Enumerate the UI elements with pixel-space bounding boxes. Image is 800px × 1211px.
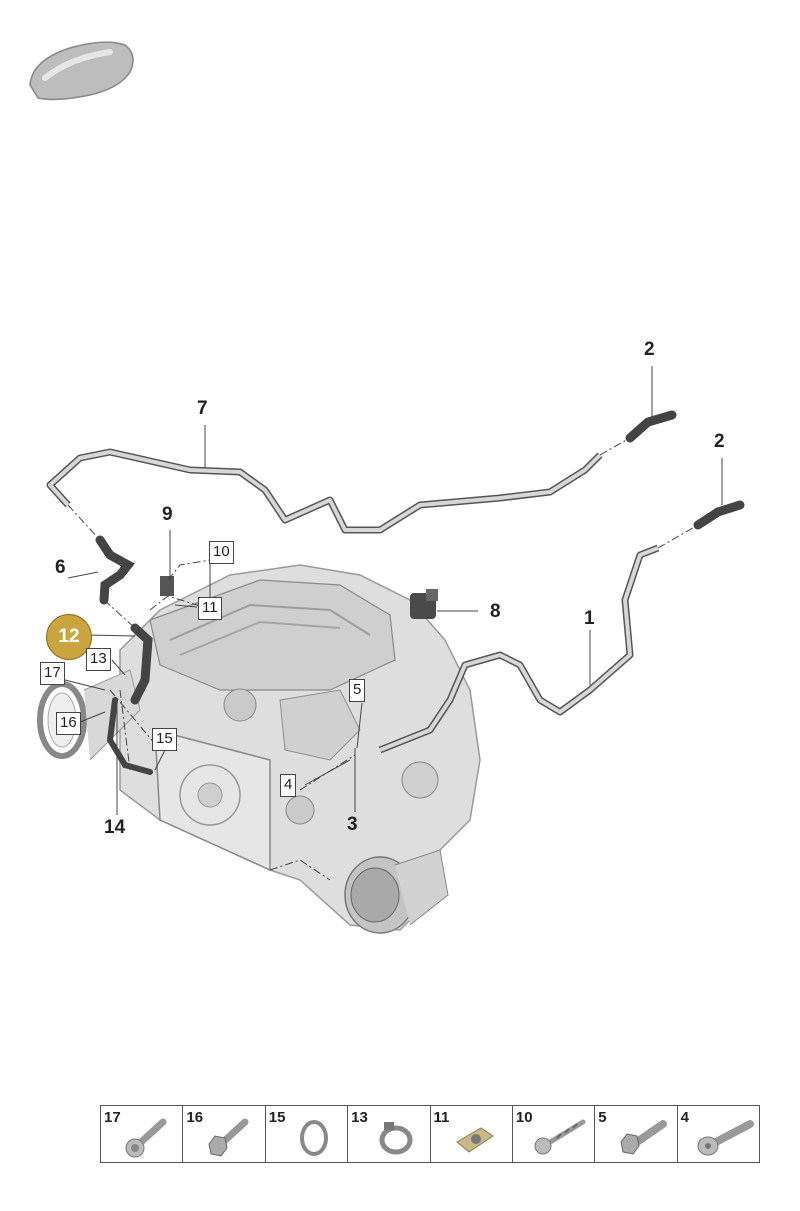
callout-7: 7 [197, 398, 208, 419]
hose-12 [130, 623, 153, 705]
legend-num: 13 [351, 1109, 368, 1126]
label-5: 5 [349, 679, 366, 702]
label-10: 10 [209, 541, 234, 564]
legend-cell-16[interactable]: 16 [183, 1106, 266, 1162]
label-4: 4 [280, 774, 297, 797]
sensor-9 [160, 576, 174, 596]
legend-num: 15 [268, 1109, 286, 1126]
legend-cell-5[interactable]: 5 [595, 1106, 678, 1162]
engine-assembly [37, 564, 481, 934]
callout-6: 6 [55, 557, 66, 578]
fastener-legend: 17 16 15 13 11 10 [100, 1105, 760, 1163]
torx-bolt-icon [697, 1120, 754, 1156]
legend-cell-11[interactable]: 11 [431, 1106, 513, 1162]
hex-bolt-icon [620, 1120, 668, 1155]
legend-cell-17[interactable]: 17 [101, 1106, 184, 1162]
callout-14: 14 [104, 817, 126, 838]
label-15: 15 [152, 728, 177, 751]
callout-1: 1 [584, 608, 595, 629]
legend-num: 5 [598, 1109, 607, 1126]
flange-bolt-icon [125, 1118, 167, 1158]
label-13: 13 [86, 648, 111, 671]
callout-2-upper: 2 [644, 339, 655, 360]
hose-clamp-icon [379, 1122, 413, 1155]
legend-cell-15[interactable]: 15 [266, 1106, 349, 1162]
hose-2-lower [693, 500, 745, 530]
legend-cell-4[interactable]: 4 [678, 1106, 759, 1162]
legend-num: 10 [515, 1109, 533, 1126]
legend-cell-13[interactable]: 13 [348, 1106, 431, 1162]
legend-cell-10[interactable]: 10 [513, 1106, 596, 1162]
label-16: 16 [56, 712, 81, 735]
callout-9: 9 [162, 504, 173, 525]
car-model-icon [29, 41, 134, 101]
self-tapping-screw-icon [534, 1119, 586, 1155]
coolant-pipe-7 [46, 448, 603, 534]
highlighted-part-12[interactable]: 12 [46, 614, 92, 660]
legend-num: 11 [433, 1109, 450, 1126]
callout-3: 3 [347, 814, 358, 835]
hose-6 [95, 535, 135, 605]
callout-2-lower: 2 [714, 431, 725, 452]
legend-num: 4 [680, 1109, 689, 1126]
callout-8: 8 [490, 601, 501, 622]
o-ring-icon [299, 1120, 328, 1156]
hose-2-upper [625, 410, 677, 443]
legend-num: 17 [104, 1109, 121, 1126]
pump-8 [410, 589, 438, 619]
clip-nut-icon [455, 1127, 494, 1153]
legend-num: 16 [186, 1109, 204, 1126]
label-17: 17 [40, 662, 65, 685]
hex-flange-bolt-icon [208, 1118, 249, 1157]
label-11: 11 [198, 597, 222, 620]
